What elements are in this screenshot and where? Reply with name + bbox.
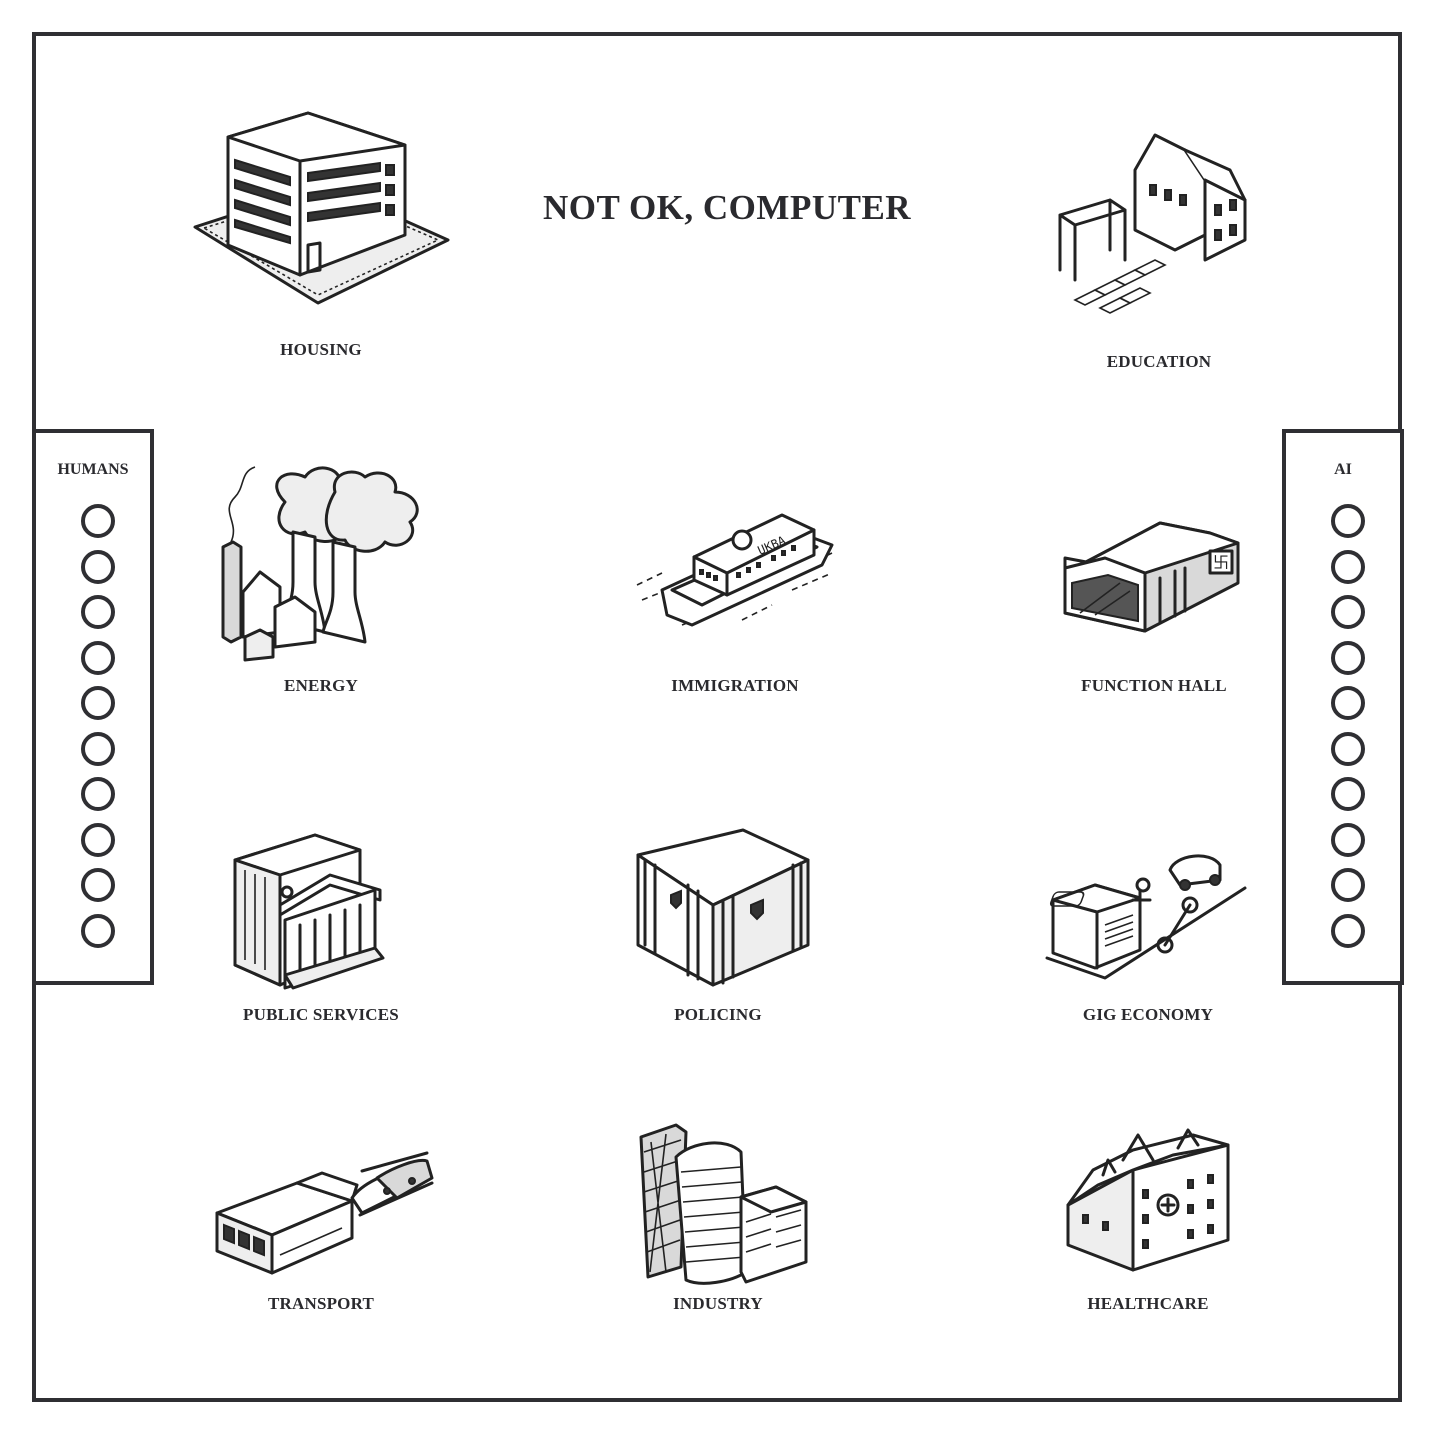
civic-building-icon[interactable] <box>225 830 385 990</box>
humans-counter-4[interactable] <box>81 640 115 675</box>
tile-label-immigration: IMMIGRATION <box>671 676 799 695</box>
ai-counter-7[interactable] <box>1331 777 1365 811</box>
school-playground-icon[interactable] <box>1055 130 1250 315</box>
humans-score-track: HUMANS <box>32 429 154 985</box>
tile-label-healthcare: HEALTHCARE <box>1087 1294 1209 1313</box>
humans-counter-10[interactable] <box>81 913 115 948</box>
humans-counter-7[interactable] <box>81 777 115 811</box>
hall-icon[interactable]: 卐 <box>1060 513 1240 633</box>
ai-track-label: AI <box>1334 461 1352 478</box>
ai-score-track: AI <box>1282 429 1404 985</box>
tile-label-function-hall: FUNCTION HALL <box>1081 676 1227 695</box>
tile-label-housing: HOUSING <box>280 340 362 359</box>
ai-counter-2[interactable] <box>1331 549 1365 584</box>
tile-label-education: EDUCATION <box>1106 352 1212 371</box>
humans-counter-8[interactable] <box>81 822 115 857</box>
ai-counter-10[interactable] <box>1331 913 1365 948</box>
humans-counter-5[interactable] <box>81 686 115 720</box>
game-title: NOT OK, COMPUTER <box>543 188 912 227</box>
ai-counter-6[interactable] <box>1331 731 1365 766</box>
ai-counter-3[interactable] <box>1331 595 1365 629</box>
power-station-icon[interactable] <box>215 462 435 662</box>
ai-counter-8[interactable] <box>1331 822 1365 857</box>
humans-counter-1[interactable] <box>81 504 115 538</box>
svg-text:卐: 卐 <box>1213 554 1229 572</box>
tile-label-transport: TRANSPORT <box>267 1294 375 1313</box>
humans-counter-3[interactable] <box>81 595 115 629</box>
tile-label-policing: POLICING <box>674 1005 762 1024</box>
tile-label-public-services: PUBLIC SERVICES <box>243 1005 399 1024</box>
skyscrapers-icon[interactable] <box>636 1122 811 1287</box>
tile-label-industry: INDUSTRY <box>673 1294 763 1313</box>
tile-label-gig-economy: GIG ECONOMY <box>1082 1005 1214 1024</box>
hospital-icon[interactable] <box>1063 1128 1233 1280</box>
police-station-icon[interactable] <box>633 825 811 990</box>
ai-counter-5[interactable] <box>1331 686 1365 720</box>
humans-counter-6[interactable] <box>81 731 115 766</box>
ai-counter-4[interactable] <box>1331 640 1365 675</box>
delivery-street-icon[interactable] <box>1045 850 1250 980</box>
ai-counter-9[interactable] <box>1331 868 1365 902</box>
humans-track-label: HUMANS <box>57 461 129 478</box>
train-depot-icon[interactable] <box>212 1143 437 1278</box>
humans-counter-9[interactable] <box>81 868 115 902</box>
humans-counter-2[interactable] <box>81 549 115 584</box>
barge-icon[interactable]: UKBA <box>632 495 837 640</box>
office-block-icon[interactable] <box>190 105 455 310</box>
tile-label-energy: ENERGY <box>284 676 358 695</box>
ai-counter-1[interactable] <box>1331 504 1365 538</box>
